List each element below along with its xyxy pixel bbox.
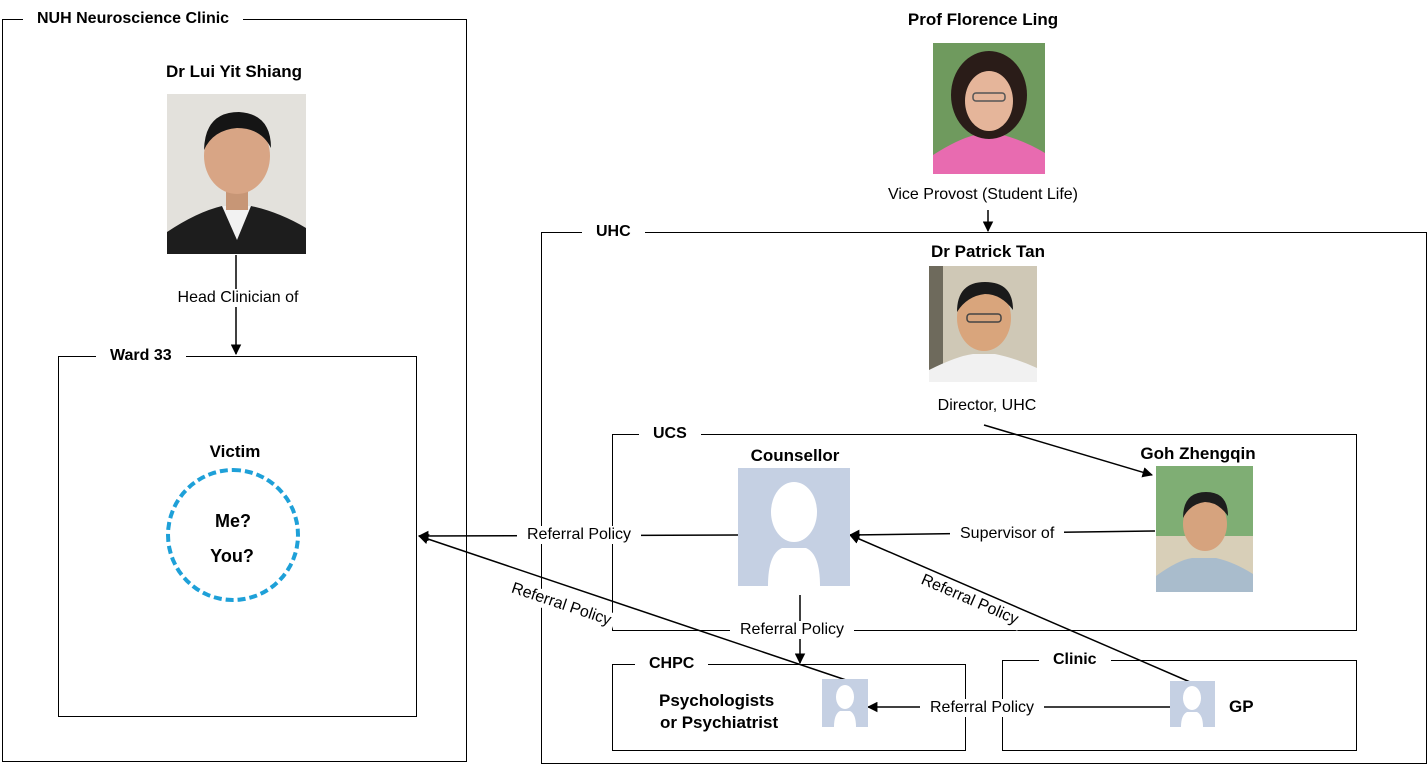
edge-label-gp-psych-referral: Referral Policy	[920, 699, 1045, 717]
gp-name: GP	[1229, 697, 1254, 716]
goh-name: Goh Zhengqin	[1140, 444, 1256, 463]
clinic-group-label: Clinic	[1039, 651, 1111, 669]
ward-group: Ward 33	[58, 347, 417, 717]
edge-label-counsellor-chpc-referral: Referral Policy	[730, 621, 855, 639]
counsellor-avatar	[738, 468, 850, 586]
victim-circle	[166, 468, 300, 602]
victim-line2: You?	[210, 546, 254, 566]
psych-line2: or Psychiatrist	[660, 713, 779, 732]
ucs-group-label: UCS	[639, 425, 701, 443]
edge-tan-to-goh	[983, 424, 1154, 478]
tan-role: Director, UHC	[937, 397, 1037, 415]
counsellor-name: Counsellor	[750, 446, 840, 465]
edge-psych-to-ward	[418, 534, 847, 681]
edge-label-supervisor: Supervisor of	[950, 525, 1065, 543]
lui-role: Head Clinician of	[177, 289, 299, 307]
ling-photo	[933, 43, 1045, 174]
victim-line1: Me?	[215, 511, 251, 531]
uhc-group-label: UHC	[582, 223, 645, 241]
edge-label-counsellor-referral: Referral Policy	[517, 526, 642, 544]
nuh-group-label: NUH Neuroscience Clinic	[23, 10, 244, 28]
psych-line1: Psychologists	[659, 691, 775, 710]
chpc-group-label: CHPC	[635, 655, 709, 673]
ling-name: Prof Florence Ling	[907, 10, 1059, 29]
tan-name: Dr Patrick Tan	[930, 242, 1046, 261]
ward-group-label: Ward 33	[96, 347, 186, 365]
nuh-group: NUH Neuroscience Clinic	[2, 10, 467, 762]
chpc-group: CHPC	[612, 655, 966, 751]
ling-role: Vice Provost (Student Life)	[887, 186, 1079, 204]
psych-avatar	[822, 679, 868, 727]
uhc-group: UHC	[541, 223, 1427, 764]
lui-name: Dr Lui Yit Shiang	[165, 62, 303, 81]
lui-photo	[167, 94, 306, 254]
gp-avatar	[1170, 681, 1215, 727]
edge-gp-to-counsellor	[849, 533, 1191, 683]
goh-photo	[1156, 466, 1253, 592]
victim-title: Victim	[209, 442, 261, 461]
tan-photo	[929, 266, 1037, 382]
